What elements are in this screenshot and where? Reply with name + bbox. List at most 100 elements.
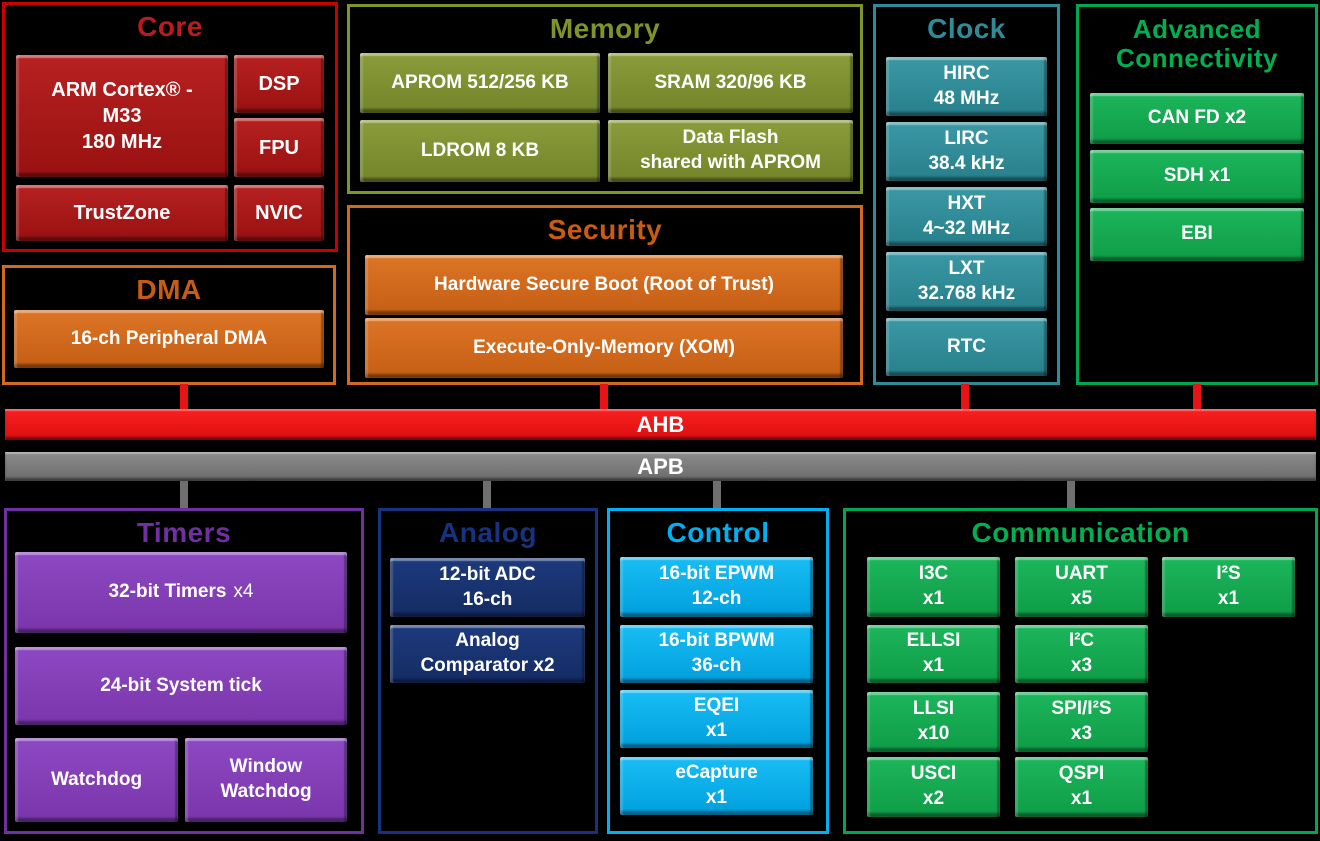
ahb-bus: AHB <box>5 409 1316 440</box>
block-ellsi: ELLSI x1 <box>867 625 1000 683</box>
block-data-flash: Data Flash shared with APROM <box>608 120 853 182</box>
apb-bus-label: APB <box>637 453 684 479</box>
block-label-line: DSP <box>258 73 300 95</box>
block-label-line: QSPI <box>1058 763 1105 785</box>
block-peripheral-dma: 16-ch Peripheral DMA <box>14 310 324 368</box>
block-uart: UART x5 <box>1015 557 1148 617</box>
block-label-line: LDROM 8 KB <box>420 139 540 161</box>
block-epwm: 16-bit EPWM 12-ch <box>620 557 813 617</box>
block-label-line: NVIC <box>255 202 303 224</box>
block-window-watchdog: Window Watchdog <box>185 738 347 822</box>
block-label-line: 16-ch <box>462 588 513 610</box>
block-lxt: LXT 32.768 kHz <box>886 252 1047 311</box>
block-label-line: 12-ch <box>691 588 742 609</box>
block-i2s: I²S x1 <box>1162 557 1295 617</box>
block-hxt: HXT 4~32 MHz <box>886 187 1047 246</box>
connector-dma-ahb <box>180 384 188 409</box>
block-secure-boot: Hardware Secure Boot (Root of Trust) <box>365 255 843 315</box>
block-label-line: x1 <box>922 655 945 676</box>
section-communication-title: Communication <box>971 517 1190 548</box>
block-label-line: ARM Cortex® - <box>51 79 193 101</box>
block-label-line: EQEI <box>693 695 740 717</box>
block-label-line: x10 <box>917 723 950 744</box>
block-bpwm: 16-bit BPWM 36-ch <box>620 625 813 683</box>
block-label-line: 32.768 kHz <box>917 282 1016 304</box>
block-label-line: Comparator x2 <box>420 655 555 676</box>
block-label-line: 4~32 MHz <box>922 217 1011 239</box>
block-label-line: SPI/I²S <box>1051 698 1112 720</box>
block-label-line: 48 MHz <box>933 87 1000 109</box>
block-label-line: x2 <box>922 788 945 809</box>
section-timers: Timers 32-bit Timers x4 24-bit System ti… <box>4 508 364 834</box>
block-label-line: x1 <box>705 787 728 808</box>
block-label-line: I²S <box>1216 563 1241 585</box>
block-label-line: HXT <box>947 192 986 214</box>
block-label-line: Data Flash <box>682 127 779 149</box>
block-label-line: x3 <box>1070 723 1093 744</box>
block-label-line: Analog <box>455 630 520 652</box>
section-memory-title: Memory <box>549 13 661 44</box>
block-label-line: UART <box>1055 563 1108 585</box>
section-clock-title: Clock <box>927 13 1006 44</box>
block-qspi: QSPI x1 <box>1015 757 1148 817</box>
connector-clock-ahb <box>961 384 969 409</box>
section-memory: Memory APROM 512/256 KB SRAM 320/96 KB L… <box>347 4 863 194</box>
section-core-title: Core <box>137 11 203 42</box>
block-label-line: 16-bit BPWM <box>658 630 775 652</box>
block-label-line: EBI <box>1181 223 1213 245</box>
block-label-line: TrustZone <box>73 202 171 224</box>
block-adc: 12-bit ADC 16-ch <box>390 558 585 617</box>
block-label-line: FPU <box>259 136 299 159</box>
block-label-line: x1 <box>922 588 945 609</box>
connector-apb-timers <box>180 481 188 508</box>
block-usci: USCI x2 <box>867 757 1000 817</box>
block-label-line: LIRC <box>944 127 989 149</box>
block-aprom: APROM 512/256 KB <box>360 53 600 113</box>
block-label-line: Window <box>229 756 303 778</box>
block-dsp: DSP <box>234 55 324 113</box>
block-eqei: EQEI x1 <box>620 690 813 748</box>
block-label-line: LXT <box>948 257 985 279</box>
block-label-line: 16-bit EPWM <box>658 563 775 585</box>
connector-apb-analog <box>483 481 491 508</box>
block-label-line: Watchdog <box>220 781 312 802</box>
section-core: Core ARM Cortex® - M33 180 MHz DSP FPU T… <box>2 2 338 252</box>
block-can-fd: CAN FD x2 <box>1090 93 1304 144</box>
block-label-line: 24-bit System tick <box>100 674 262 696</box>
block-label-line: I3C <box>918 563 949 585</box>
block-label-line: SDH x1 <box>1163 165 1231 187</box>
block-label-line: 180 MHz <box>81 131 163 153</box>
block-label-line: HIRC <box>943 62 990 84</box>
block-label-line: 12-bit ADC <box>439 563 536 585</box>
block-trustzone: TrustZone <box>16 185 228 241</box>
block-nvic: NVIC <box>234 185 324 241</box>
apb-bus: APB <box>5 452 1316 481</box>
block-label-line: USCI <box>910 763 957 785</box>
section-timers-title: Timers <box>136 517 232 548</box>
block-32bit-timers: 32-bit Timers x4 <box>15 552 347 633</box>
section-communication: Communication I3C x1 UART x5 I²S x1 ELLS… <box>843 508 1318 834</box>
block-label-line: Hardware Secure Boot (Root of Trust) <box>434 273 774 295</box>
section-analog: Analog 12-bit ADC 16-ch Analog Comparato… <box>378 508 598 834</box>
block-ebi: EBI <box>1090 208 1304 261</box>
ahb-bus-label: AHB <box>636 411 685 437</box>
block-label-line: x1 <box>705 720 728 741</box>
block-label-line: x1 <box>1217 588 1240 609</box>
block-label-line: x1 <box>1070 788 1093 809</box>
block-i3c: I3C x1 <box>867 557 1000 617</box>
block-label-line: shared with APROM <box>640 152 821 173</box>
block-arm-cortex-m33: ARM Cortex® - M33 180 MHz <box>16 55 228 177</box>
block-xom: Execute-Only-Memory (XOM) <box>365 318 843 378</box>
block-label-line: 32-bit Timers <box>108 581 227 603</box>
connector-advanced-connectivity-ahb <box>1193 384 1201 409</box>
block-label-line: CAN FD x2 <box>1147 107 1247 129</box>
block-fpu: FPU <box>234 118 324 177</box>
block-label-line: 16-ch Peripheral DMA <box>70 327 268 349</box>
connector-apb-communication <box>1067 481 1075 508</box>
block-label-line: LLSI <box>912 698 955 720</box>
block-label-row: 32-bit Timers x4 <box>109 580 254 605</box>
block-label-line: 38.4 kHz <box>928 152 1005 174</box>
section-security-title: Security <box>547 214 663 245</box>
section-dma-title: DMA <box>136 274 202 305</box>
block-sram: SRAM 320/96 KB <box>608 53 853 113</box>
